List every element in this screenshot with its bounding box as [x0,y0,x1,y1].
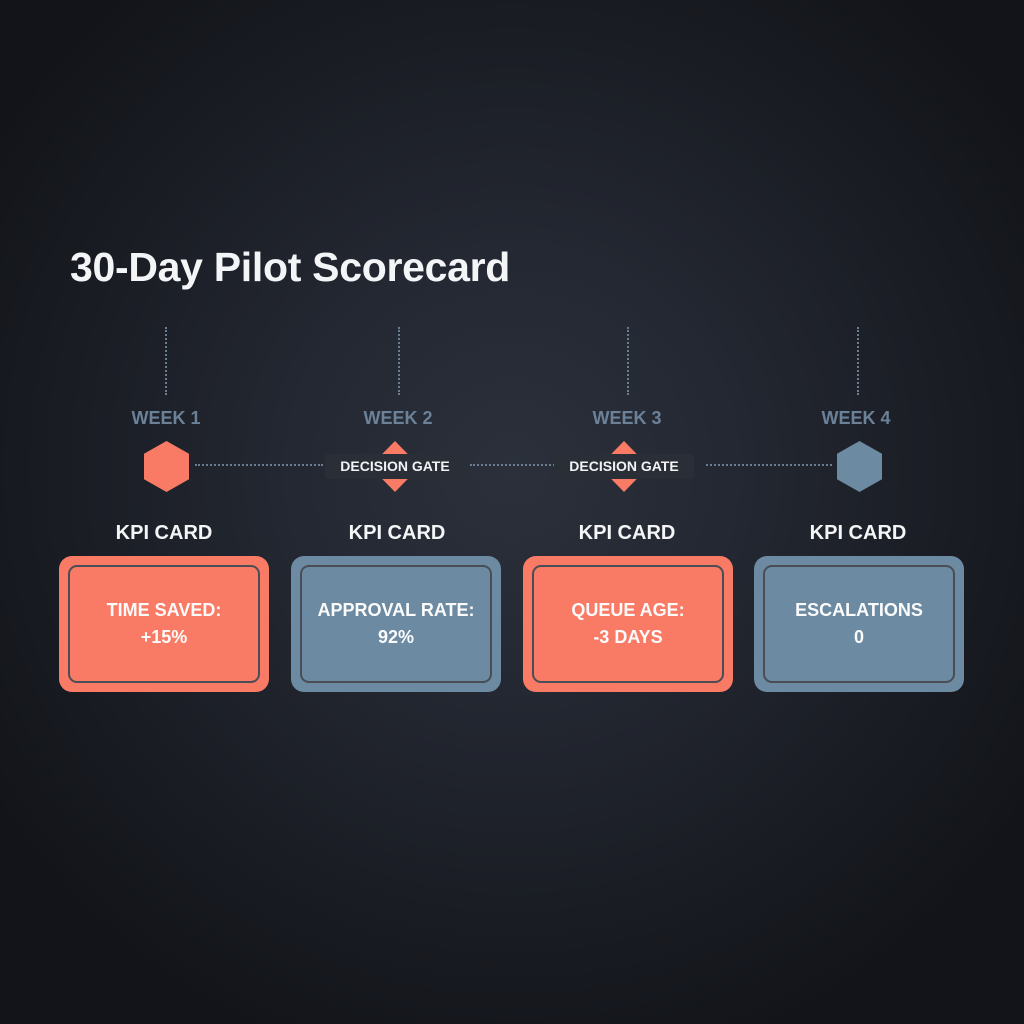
decision-gate-label: DECISION GATE [554,454,694,479]
kpi-card-1-heading: KPI CARD [115,522,213,544]
kpi-card-time-saved: TIME SAVED: +15% [59,556,269,692]
week-2-label: WEEK 2 [363,408,433,428]
connector-week1-week2 [195,464,323,466]
kpi-card-2-heading: KPI CARD [348,522,446,544]
week-4-label: WEEK 4 [821,408,891,428]
week-2-drop-line [398,327,400,395]
week-4-drop-line [857,327,859,395]
kpi-metric-value: 0 [853,627,864,647]
connector-week3-week4 [706,464,832,466]
page-title: 30-Day Pilot Scorecard [70,244,511,290]
week-4-hexagon-icon [837,441,882,492]
week-3-decision-gate: DECISION GATE [554,441,694,492]
kpi-card-queue-age: QUEUE AGE: -3 DAYS [523,556,733,692]
decision-gate-label: DECISION GATE [325,454,465,479]
kpi-card-3-heading: KPI CARD [578,522,676,544]
week-3-drop-line [627,327,629,395]
kpi-metric-value: +15% [140,627,188,647]
kpi-metric-label: ESCALATIONS [795,600,923,620]
kpi-metric-value: -3 DAYS [593,627,663,647]
kpi-metric-value: 92% [377,627,415,647]
connector-week2-week3 [470,464,570,466]
week-1-drop-line [165,327,167,395]
week-1-hexagon-icon [144,441,189,492]
week-1-label: WEEK 1 [131,408,201,428]
kpi-card-4-heading: KPI CARD [809,522,907,544]
week-2-decision-gate: DECISION GATE [325,441,465,492]
kpi-metric-label: TIME SAVED: [106,600,222,620]
kpi-metric-label: QUEUE AGE: [571,600,685,620]
week-3-label: WEEK 3 [592,408,662,428]
kpi-metric-label: APPROVAL RATE: [317,600,475,620]
kpi-card-escalations: ESCALATIONS 0 [754,556,964,692]
kpi-card-approval-rate: APPROVAL RATE: 92% [291,556,501,692]
